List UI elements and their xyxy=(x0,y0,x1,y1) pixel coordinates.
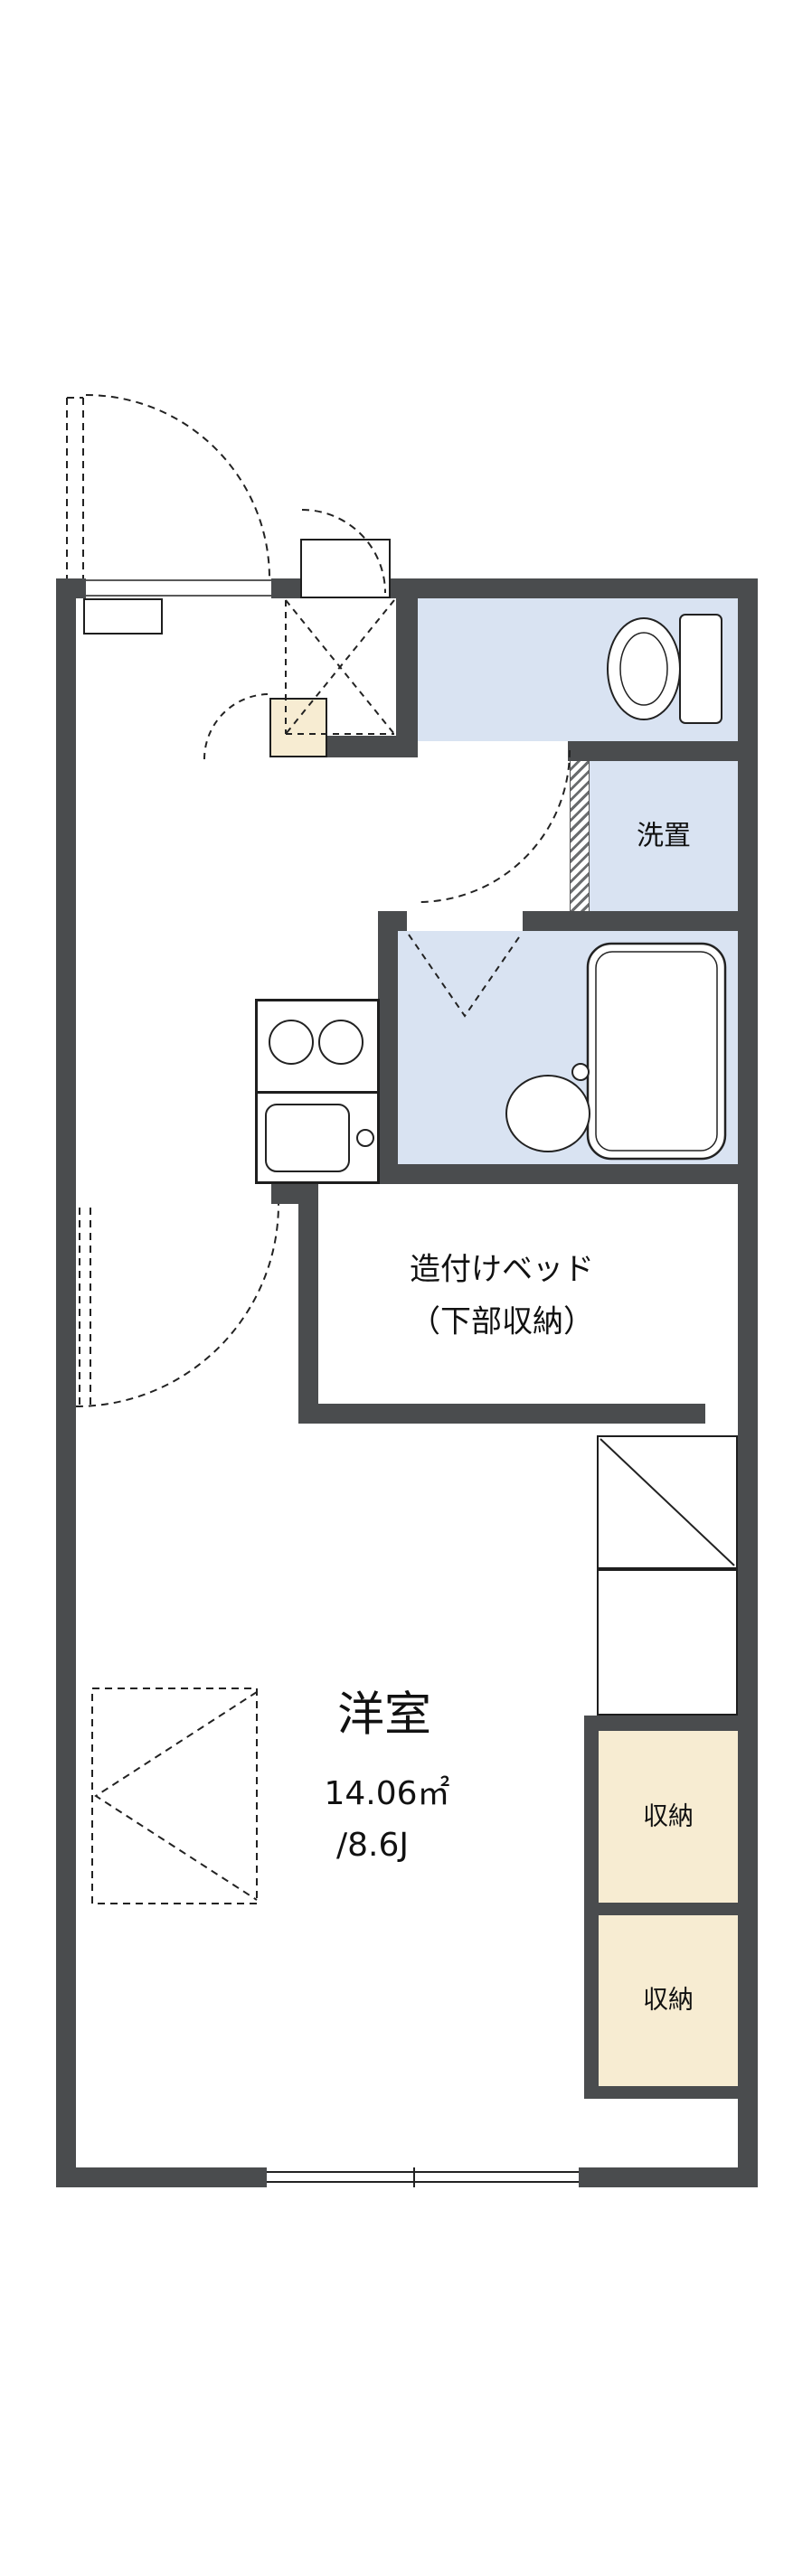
entry-door-leaf xyxy=(66,397,84,578)
wall-bed-bottom xyxy=(298,1404,705,1424)
storage-a-label: 収納 xyxy=(642,1800,694,1831)
laundry-room-floor xyxy=(590,761,738,911)
wall-genkan-bottom xyxy=(327,736,396,757)
bed-label-line1: 造付けベッド xyxy=(410,1251,594,1288)
toilet-room-floor xyxy=(418,598,738,741)
wall-bath-top-right xyxy=(523,911,738,931)
dashed-marker xyxy=(91,1688,258,1904)
wall-top-mid-segment xyxy=(271,578,304,598)
room-area-label: 14.06㎡ xyxy=(324,1775,450,1813)
hall-door-swing-arc xyxy=(203,693,270,760)
wall-bottom-right-segment xyxy=(579,2167,758,2187)
entry-step xyxy=(83,598,163,635)
entry-opening-lines xyxy=(86,579,271,597)
wall-genkan-right xyxy=(396,598,418,757)
closet-diagonal-box xyxy=(597,1435,738,1569)
wall-bed-left xyxy=(298,1184,318,1424)
kitchen-unit-divider xyxy=(258,1091,377,1094)
wall-bath-left xyxy=(378,911,398,1184)
hatch-partition xyxy=(570,761,590,911)
storage-a-floor xyxy=(599,1731,738,1903)
wall-bath-bottom xyxy=(378,1164,738,1184)
window-lines xyxy=(267,2167,579,2187)
shoe-box xyxy=(269,698,327,757)
wall-storage-left xyxy=(584,1716,599,2099)
toilet-door-swing-arc xyxy=(417,749,571,903)
room-jo-label: /8.6J xyxy=(336,1827,409,1865)
wall-right xyxy=(738,578,758,2187)
kitchen-unit xyxy=(255,999,380,1184)
door-recess-box xyxy=(300,539,391,598)
wall-storage-divider xyxy=(599,1903,738,1915)
room-name-label: 洋室 xyxy=(336,1688,432,1743)
bathroom-floor xyxy=(398,931,738,1164)
wall-kitchen-stub xyxy=(271,1184,318,1204)
wall-toilet-bottom xyxy=(568,741,738,761)
wall-storage-bottom xyxy=(584,2086,738,2099)
wall-bottom-left-segment xyxy=(56,2167,267,2187)
storage-b-floor xyxy=(599,1915,738,2086)
room-door-swing-arc xyxy=(75,1203,279,1407)
room-door-leaf xyxy=(79,1208,91,1406)
wall-top-right-segment xyxy=(389,578,758,598)
storage-b-label: 収納 xyxy=(642,1984,694,2015)
wall-storage-top xyxy=(584,1716,738,1731)
wall-left xyxy=(56,578,76,2187)
entry-door-swing-arc xyxy=(85,394,270,579)
bed-label-line2: （下部収納） xyxy=(410,1303,594,1340)
laundry-label: 洗置 xyxy=(637,820,691,852)
corridor-box xyxy=(597,1569,738,1716)
